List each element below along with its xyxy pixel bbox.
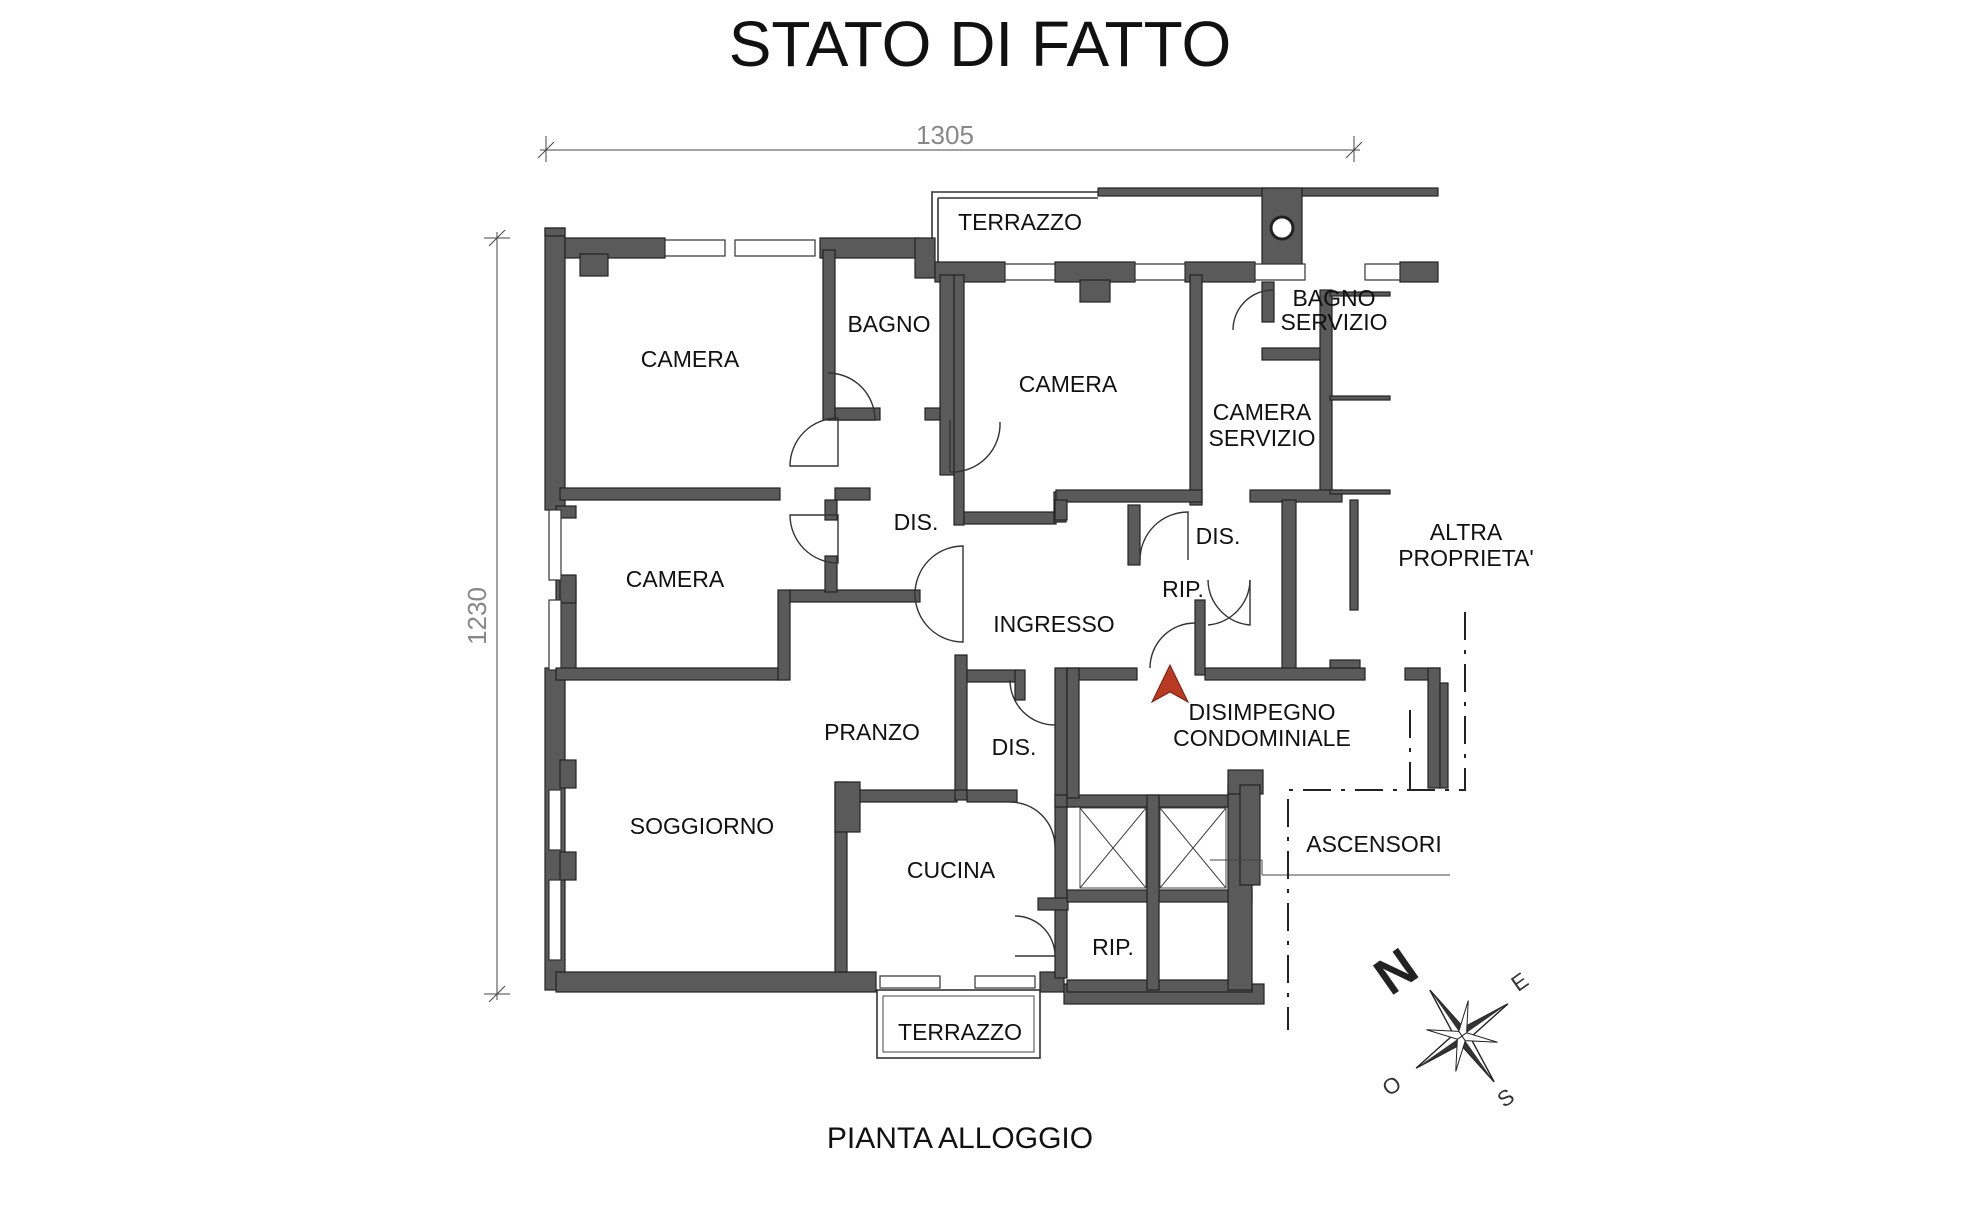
doors: [789, 289, 1274, 957]
elevator-shafts: [1079, 807, 1450, 889]
plan-subtitle: PIANTA ALLOGGIO: [827, 1122, 1093, 1155]
room-label-camera-2: CAMERA: [1019, 371, 1118, 397]
room-label-dis-3: DIS.: [992, 734, 1037, 760]
terrace-bottom: [876, 989, 1041, 1059]
page-title: STATO DI FATTO: [729, 8, 1232, 80]
compass-west-label: O: [1378, 1071, 1406, 1101]
compass-east-label: E: [1507, 967, 1533, 996]
room-label-camera-servizio-2: SERVIZIO: [1209, 425, 1316, 451]
room-label-camera-servizio-1: CAMERA: [1213, 399, 1312, 425]
room-label-ingresso: INGRESSO: [993, 611, 1114, 637]
room-label-altra-2: PROPRIETA': [1398, 545, 1534, 571]
room-label-dis-2: DIS.: [1196, 523, 1241, 549]
terrace-top: [931, 187, 1439, 269]
dimension-width: 1305: [537, 120, 1363, 162]
room-label-camera-3: CAMERA: [626, 566, 725, 592]
dimension-height: 1230: [462, 229, 510, 1003]
room-label-dis-1: DIS.: [894, 509, 939, 535]
room-label-terrazzo-bottom: TERRAZZO: [898, 1019, 1022, 1045]
room-label-terrazzo-top: TERRAZZO: [958, 209, 1082, 235]
room-label-bagno-servizio-1: BAGNO: [1292, 285, 1375, 311]
compass-rose: N E S O: [1364, 938, 1533, 1113]
property-boundary: [1287, 612, 1466, 1030]
room-label-pranzo: PRANZO: [824, 719, 920, 745]
room-label-camera-1: CAMERA: [641, 346, 740, 372]
compass-north-label: N: [1364, 938, 1428, 1007]
room-label-disimpegno-1: DISIMPEGNO: [1189, 699, 1336, 725]
exterior-walls: [544, 227, 1439, 1005]
room-labels: TERRAZZO CAMERA BAGNO CAMERA BAGNO SERVI…: [626, 209, 1534, 1045]
dimension-width-label: 1305: [916, 120, 974, 150]
interior-walls: [555, 249, 1449, 993]
column-icon: [1269, 215, 1295, 241]
room-label-altra-1: ALTRA: [1430, 519, 1503, 545]
room-label-ascensori: ASCENSORI: [1306, 831, 1441, 857]
room-label-bagno: BAGNO: [847, 311, 930, 337]
room-label-cucina: CUCINA: [907, 857, 996, 883]
entrance-arrow-icon: [1150, 663, 1190, 704]
room-label-rip-2: RIP.: [1092, 934, 1134, 960]
room-label-disimpegno-2: CONDOMINIALE: [1173, 725, 1351, 751]
compass-south-label: S: [1493, 1083, 1519, 1112]
room-label-bagno-servizio-2: SERVIZIO: [1281, 309, 1388, 335]
room-label-soggiorno: SOGGIORNO: [630, 813, 774, 839]
dimension-height-label: 1230: [462, 587, 492, 645]
windows: [548, 239, 1401, 989]
room-label-rip-1: RIP.: [1162, 576, 1204, 602]
